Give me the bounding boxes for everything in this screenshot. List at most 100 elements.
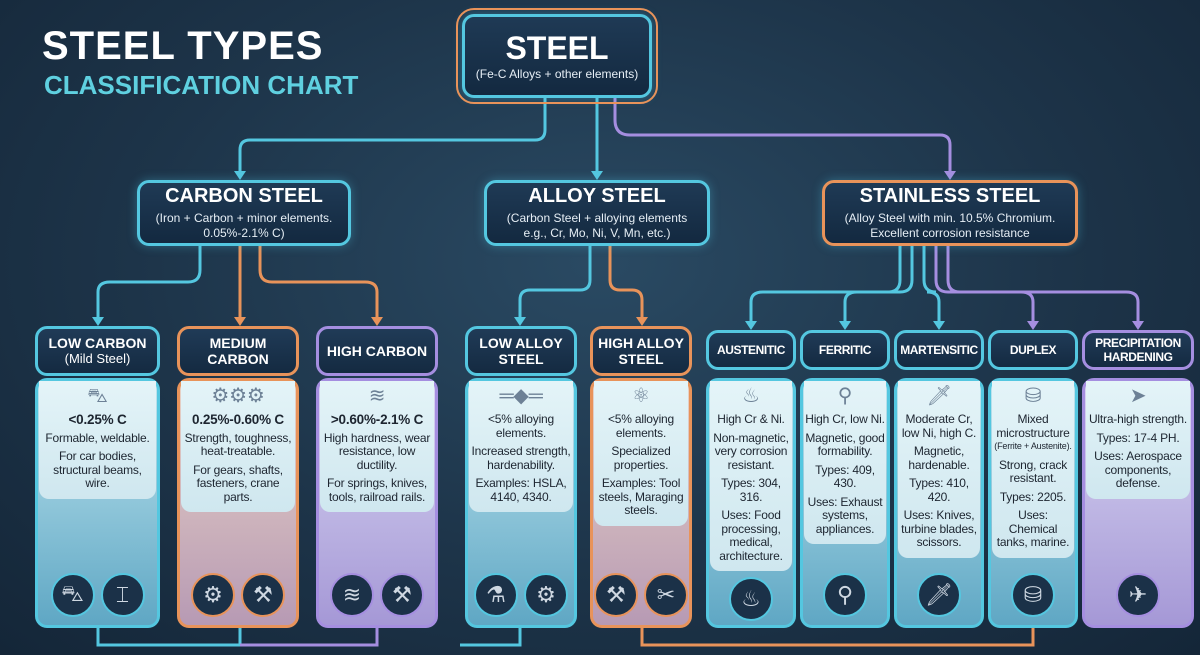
type-header: HIGH ALLOY STEEL xyxy=(590,326,692,376)
i-beam-icon: ⌶ xyxy=(100,573,145,617)
type-desc: High Cr, low Ni. xyxy=(805,412,885,426)
type-desc: For car bodies, structural beams, wire. xyxy=(53,449,142,490)
category-desc: (Carbon Steel + alloying elements xyxy=(506,211,688,225)
knife-icon: 🗡 xyxy=(926,385,952,407)
molecule-chain-icon: ⚛ xyxy=(632,385,650,407)
type-desc: Types: 17-4 PH. xyxy=(1096,430,1180,445)
connector-arrow xyxy=(922,246,941,322)
tools-icon: ✂ xyxy=(644,573,688,617)
exhaust-icon: ⚲ xyxy=(837,385,853,407)
connector-arrow xyxy=(843,246,914,322)
connector-arrow xyxy=(518,246,592,318)
tank-icon: ⛁ xyxy=(1024,385,1042,407)
arrowhead xyxy=(591,171,603,180)
type-desc: Non-magnetic, very corrosion resistant. xyxy=(713,430,789,472)
exhaust-icon: ⚲ xyxy=(823,573,867,617)
type-desc: 0.25%-0.60% C xyxy=(192,412,284,427)
gears-icon: ⚙⚙⚙ xyxy=(211,385,265,407)
type-desc: Strong, crack resistant. xyxy=(998,457,1068,485)
category-desc: 0.05%-2.1% C) xyxy=(203,226,285,240)
airplane-icon: ✈ xyxy=(1116,573,1160,617)
type-header: HIGH CARBON xyxy=(316,326,438,376)
type-desc: Types: 410, 420. xyxy=(909,476,969,504)
type-desc: Uses: Exhaust systems, appliances. xyxy=(807,494,883,536)
connector-arrow xyxy=(608,246,644,318)
drill-bits-icon: ⚒ xyxy=(594,573,638,617)
category-desc: (Alloy Steel with min. 10.5% Chromium. xyxy=(844,211,1056,225)
spring-icon: ≋ xyxy=(330,573,374,617)
arrowhead xyxy=(92,317,104,326)
type-name: PRECIPITATION HARDENING xyxy=(1095,336,1181,364)
type-desc: Examples: HSLA, 4140, 4340. xyxy=(475,476,567,504)
gears-icon: ⚙ xyxy=(191,573,235,617)
category-title: STAINLESS STEEL xyxy=(859,185,1041,207)
spring-icon: ≋ xyxy=(368,385,386,407)
type-header: LOW ALLOY STEEL xyxy=(465,326,577,376)
type-desc: Types: 409, 430. xyxy=(815,462,875,490)
type-subname: (Mild Steel) xyxy=(64,351,131,366)
type-desc: High Cr & Ni. xyxy=(717,412,785,426)
type-desc: <5% alloying elements. xyxy=(488,412,554,440)
category-desc: Excellent corrosion resistance xyxy=(870,226,1030,240)
type-header: AUSTENITIC xyxy=(706,330,796,370)
type-name: DUPLEX xyxy=(1009,343,1057,357)
type-header: FERRITIC xyxy=(800,330,890,370)
type-name: MEDIUM CARBON xyxy=(207,335,269,367)
type-header: MARTENSITIC xyxy=(894,330,984,370)
axe-icon: ⚒ xyxy=(380,573,424,617)
missile-icon: ➤ xyxy=(1129,385,1147,407)
type-desc: For springs, knives, tools, railroad rai… xyxy=(326,476,428,504)
arrowhead xyxy=(514,317,526,326)
type-desc: Mixed microstructure xyxy=(996,412,1070,440)
arrowhead xyxy=(636,317,648,326)
arrowhead xyxy=(234,171,246,180)
connector-arrow xyxy=(640,628,1035,647)
root-title: STEEL xyxy=(505,30,609,66)
type-desc: Magnetic, hardenable. xyxy=(908,444,970,472)
root-desc: (Fe-C Alloys + other elements) xyxy=(475,67,639,81)
category-title: ALLOY STEEL xyxy=(528,185,666,207)
type-name: HIGH ALLOY STEEL xyxy=(598,335,684,367)
page-subtitle: CLASSIFICATION CHART xyxy=(44,70,359,100)
type-desc: Magnetic, good formability. xyxy=(805,430,885,458)
arrowhead xyxy=(371,317,383,326)
type-header: MEDIUM CARBON xyxy=(177,326,299,376)
type-desc: Types: 304, 316. xyxy=(721,476,781,504)
type-name: LOW CARBON xyxy=(48,335,147,351)
connector-arrow xyxy=(460,628,522,647)
type-desc: Uses: Chemical tanks, marine. xyxy=(996,508,1070,549)
flask-icon: ⚗ xyxy=(474,573,518,617)
type-header: DUPLEX xyxy=(988,330,1078,370)
type-card: ♨ High Cr & Ni. Non-magnetic, very corrosi… xyxy=(706,378,796,628)
category-title: CARBON STEEL xyxy=(165,185,323,207)
type-desc: Ultra-high strength. xyxy=(1088,412,1188,426)
type-desc: Moderate Cr, low Ni, high C. xyxy=(901,412,977,440)
arrowhead xyxy=(839,321,851,330)
type-desc: Examples: Tool steels, Maraging steels. xyxy=(598,476,684,517)
type-card: ⚛<5% alloying elements.Specialized prope… xyxy=(590,378,692,628)
type-card: ═◆═<5% alloying elements.Increased stren… xyxy=(465,378,577,628)
type-desc: Uses: Food processing, medical, architec… xyxy=(719,508,783,563)
arrowhead xyxy=(933,321,945,330)
type-header: LOW CARBON (Mild Steel) xyxy=(35,326,160,376)
pot-icon: ♨ xyxy=(742,385,760,407)
type-desc: Formable, weldable. xyxy=(45,430,150,445)
connector-arrow xyxy=(946,246,1140,322)
connector-arrow xyxy=(240,628,379,647)
root-node-steel: STEEL (Fe-C Alloys + other elements) xyxy=(456,8,658,104)
type-card: ➤Ultra-high strength.Types: 17-4 PH.Uses… xyxy=(1082,378,1194,628)
type-name: FERRITIC xyxy=(818,343,872,357)
connector-arrow xyxy=(258,246,379,318)
category-desc: e.g., Cr, Mo, Ni, V, Mn, etc.) xyxy=(523,226,671,240)
type-name: LOW ALLOY STEEL xyxy=(479,335,563,367)
car-icon: ⛍ xyxy=(87,385,108,407)
arrowhead xyxy=(944,171,956,180)
knife-icon: 🗡 xyxy=(917,573,961,617)
connector-arrow xyxy=(934,246,1035,322)
type-desc: Types: 2205. xyxy=(999,489,1067,504)
arrowhead xyxy=(1132,321,1144,330)
type-header: PRECIPITATION HARDENING xyxy=(1082,330,1194,370)
